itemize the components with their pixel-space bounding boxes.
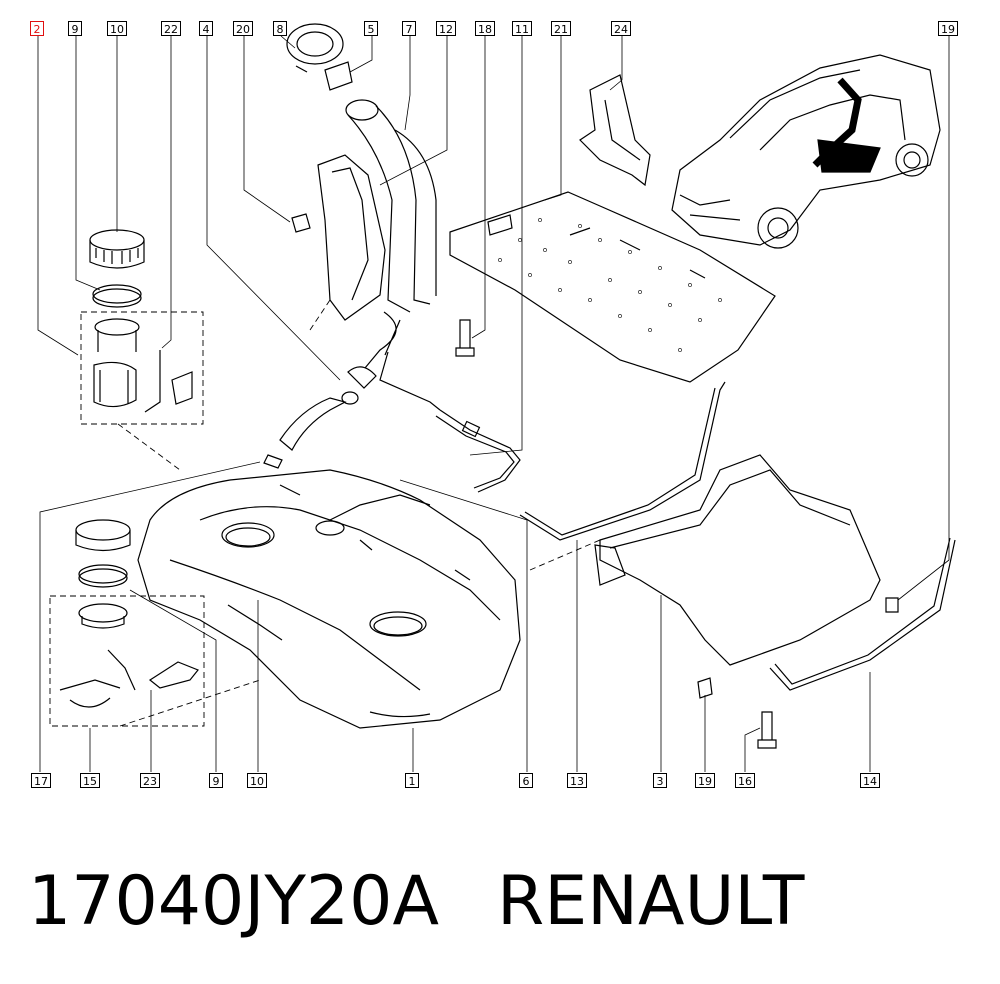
part-label-3: 3 (653, 773, 667, 788)
dashed-groups (49, 299, 601, 727)
caption: 17040JY20A RENAULT (28, 862, 804, 942)
part-label-9: 9 (68, 21, 82, 36)
part-label-13: 13 (567, 773, 587, 788)
bolt-16 (757, 711, 777, 749)
fuel-tank (137, 469, 521, 729)
bracket-24 (579, 74, 651, 187)
part-label-4: 4 (199, 21, 213, 36)
hose-clamp (263, 391, 359, 469)
leader-lines (37, 35, 950, 772)
part-label-2: 2 (30, 21, 44, 36)
part-label-5: 5 (364, 21, 378, 36)
heat-shield-bracket (291, 154, 386, 321)
fuel-pump-assembly (89, 229, 193, 413)
part-label-12: 12 (436, 21, 456, 36)
part-label-19-bottom: 19 (695, 773, 715, 788)
part-label-9-bottom: 9 (209, 773, 223, 788)
part-label-10: 10 (107, 21, 127, 36)
exploded-view-drawing (37, 23, 956, 772)
part-label-10-bottom: 10 (247, 773, 267, 788)
part-label-15: 15 (80, 773, 100, 788)
part-label-17: 17 (31, 773, 51, 788)
underbody-panel (449, 191, 776, 383)
tank-strap-13 (519, 381, 726, 541)
part-label-19: 19 (938, 21, 958, 36)
heat-shield (594, 454, 881, 666)
part-label-8: 8 (273, 21, 287, 36)
tank-strap-14 (769, 537, 956, 691)
part-label-23: 23 (140, 773, 160, 788)
part-label-20: 20 (233, 21, 253, 36)
part-label-16: 16 (735, 773, 755, 788)
clip-19 (697, 597, 899, 699)
bolt-18 (455, 319, 475, 357)
part-label-7: 7 (402, 21, 416, 36)
part-label-6: 6 (519, 773, 533, 788)
part-label-18: 18 (475, 21, 495, 36)
part-number: 17040JY20A (28, 862, 439, 941)
brand-name: RENAULT (496, 862, 805, 941)
breather-pipe (435, 409, 521, 493)
filler-neck (345, 99, 441, 411)
part-label-1: 1 (405, 773, 419, 788)
part-label-11: 11 (512, 21, 532, 36)
vehicle-illustration (671, 54, 941, 249)
part-label-21: 21 (551, 21, 571, 36)
part-label-24: 24 (611, 21, 631, 36)
filler-cap-assembly (286, 23, 353, 91)
fuel-pump-lower (59, 519, 199, 708)
part-label-14: 14 (860, 773, 880, 788)
part-label-22: 22 (161, 21, 181, 36)
